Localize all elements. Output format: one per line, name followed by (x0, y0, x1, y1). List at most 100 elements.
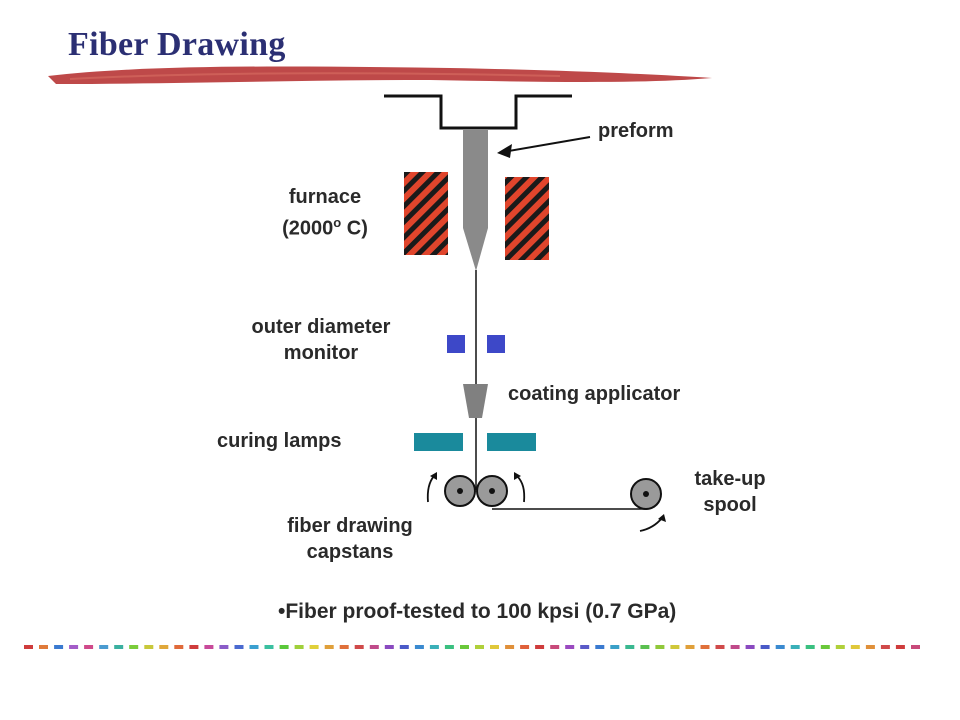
divider-dash (820, 645, 830, 649)
furnace-temp-value: (2000 (282, 217, 334, 240)
take-up-spool (630, 478, 662, 510)
capstan-left-rotation-arrow (426, 475, 435, 503)
divider-dash (114, 645, 124, 649)
divider-dash (911, 645, 920, 649)
coating-label: coating applicator (508, 383, 681, 405)
capstan-right (476, 475, 508, 507)
divider-dash (730, 645, 740, 649)
divider-dash (324, 645, 334, 649)
divider-dash (39, 645, 48, 649)
divider-dash (715, 645, 725, 649)
capstan-left-arrowhead (430, 472, 437, 480)
rainbow-divider (24, 645, 920, 649)
capstan-left (444, 475, 476, 507)
capstans-label: fiber drawing capstans (270, 513, 430, 565)
divider-dash (505, 645, 515, 649)
divider-dash (895, 645, 905, 649)
divider-dash (234, 645, 244, 649)
degree-symbol: o (333, 215, 342, 230)
slide-title: Fiber Drawing (68, 26, 286, 63)
divider-dash (595, 645, 605, 649)
capstan-right-rotation-arrow (516, 475, 526, 503)
monitor-left (447, 335, 465, 353)
divider-dash (655, 645, 665, 649)
capstan-right-arrowhead (514, 472, 521, 480)
preform-arrow (502, 136, 591, 153)
curing-lamp-right (487, 433, 536, 451)
capstans-label-line2: capstans (306, 541, 394, 563)
divider-dash (369, 645, 379, 649)
divider-dash (189, 645, 199, 649)
divider-dash (279, 645, 289, 649)
divider-dash (414, 645, 424, 649)
divider-dash (835, 645, 845, 649)
furnace-left-block (404, 172, 448, 255)
monitor-right (487, 335, 505, 353)
furnace-right-block (505, 177, 549, 260)
divider-dash (625, 645, 635, 649)
divider-dash (399, 645, 409, 649)
divider-dash (159, 645, 169, 649)
title-brush-stroke-detail (69, 72, 561, 80)
divider-dash (309, 645, 319, 649)
divider-dash (865, 645, 875, 649)
divider-dash (54, 645, 64, 649)
footnote-text: Fiber proof-tested to 100 kpsi (0.7 GPa) (285, 600, 677, 623)
divider-dash (670, 645, 680, 649)
bullet: • (278, 600, 286, 623)
divider-dash (174, 645, 184, 649)
preform-holder (384, 94, 572, 130)
furnace-label-line2: (2000o C) (270, 210, 380, 242)
divider-dash (565, 645, 575, 649)
divider-dash (490, 645, 499, 649)
divider-dash (640, 645, 650, 649)
monitor-label-line1: outer diameter (251, 316, 391, 338)
title-brush-stroke (48, 66, 712, 84)
furnace-temp-unit: C) (341, 217, 368, 240)
divider-dash (294, 645, 304, 649)
spool-label-line1: take-up (694, 468, 766, 490)
divider-dash (805, 645, 815, 649)
divider-dash (84, 645, 94, 649)
furnace-label: furnace (2000o C) (270, 184, 380, 242)
divider-dash (745, 645, 755, 649)
divider-dash (264, 645, 274, 649)
divider-dash (384, 645, 394, 649)
coating-applicator (463, 384, 488, 418)
divider-dash (444, 645, 454, 649)
furnace-label-line1: furnace (288, 186, 362, 208)
divider-dash (685, 645, 695, 649)
divider-dash (24, 645, 33, 649)
divider-dash (429, 645, 439, 649)
divider-dash (520, 645, 530, 649)
curing-lamp-left (414, 433, 463, 451)
divider-dash (354, 645, 364, 649)
footnote: •Fiber proof-tested to 100 kpsi (0.7 GPa… (278, 600, 676, 624)
divider-dash (460, 645, 469, 649)
monitor-label-line2: monitor (283, 342, 359, 364)
preform-arrowhead (497, 144, 512, 158)
spool-label-line2: spool (703, 494, 757, 516)
divider-dash (339, 645, 349, 649)
divider-dash (129, 645, 139, 649)
spool-label: take-up spool (680, 466, 780, 518)
preform-label: preform (598, 120, 674, 142)
divider-dash (610, 645, 620, 649)
divider-dash (144, 645, 154, 649)
divider-dash (535, 645, 545, 649)
divider-dash (99, 645, 109, 649)
preform-rod (463, 129, 488, 271)
divider-dash (775, 645, 785, 649)
divider-dash (204, 645, 214, 649)
curing-label: curing lamps (217, 430, 342, 452)
divider-dash (249, 645, 259, 649)
spool-rotation-arrow (639, 517, 663, 532)
spool-arrowhead (658, 514, 666, 522)
divider-dash (880, 645, 890, 649)
divider-dash (69, 645, 79, 649)
divider-dash (700, 645, 710, 649)
divider-dash (790, 645, 800, 649)
divider-dash (580, 645, 590, 649)
divider-dash (475, 645, 484, 649)
